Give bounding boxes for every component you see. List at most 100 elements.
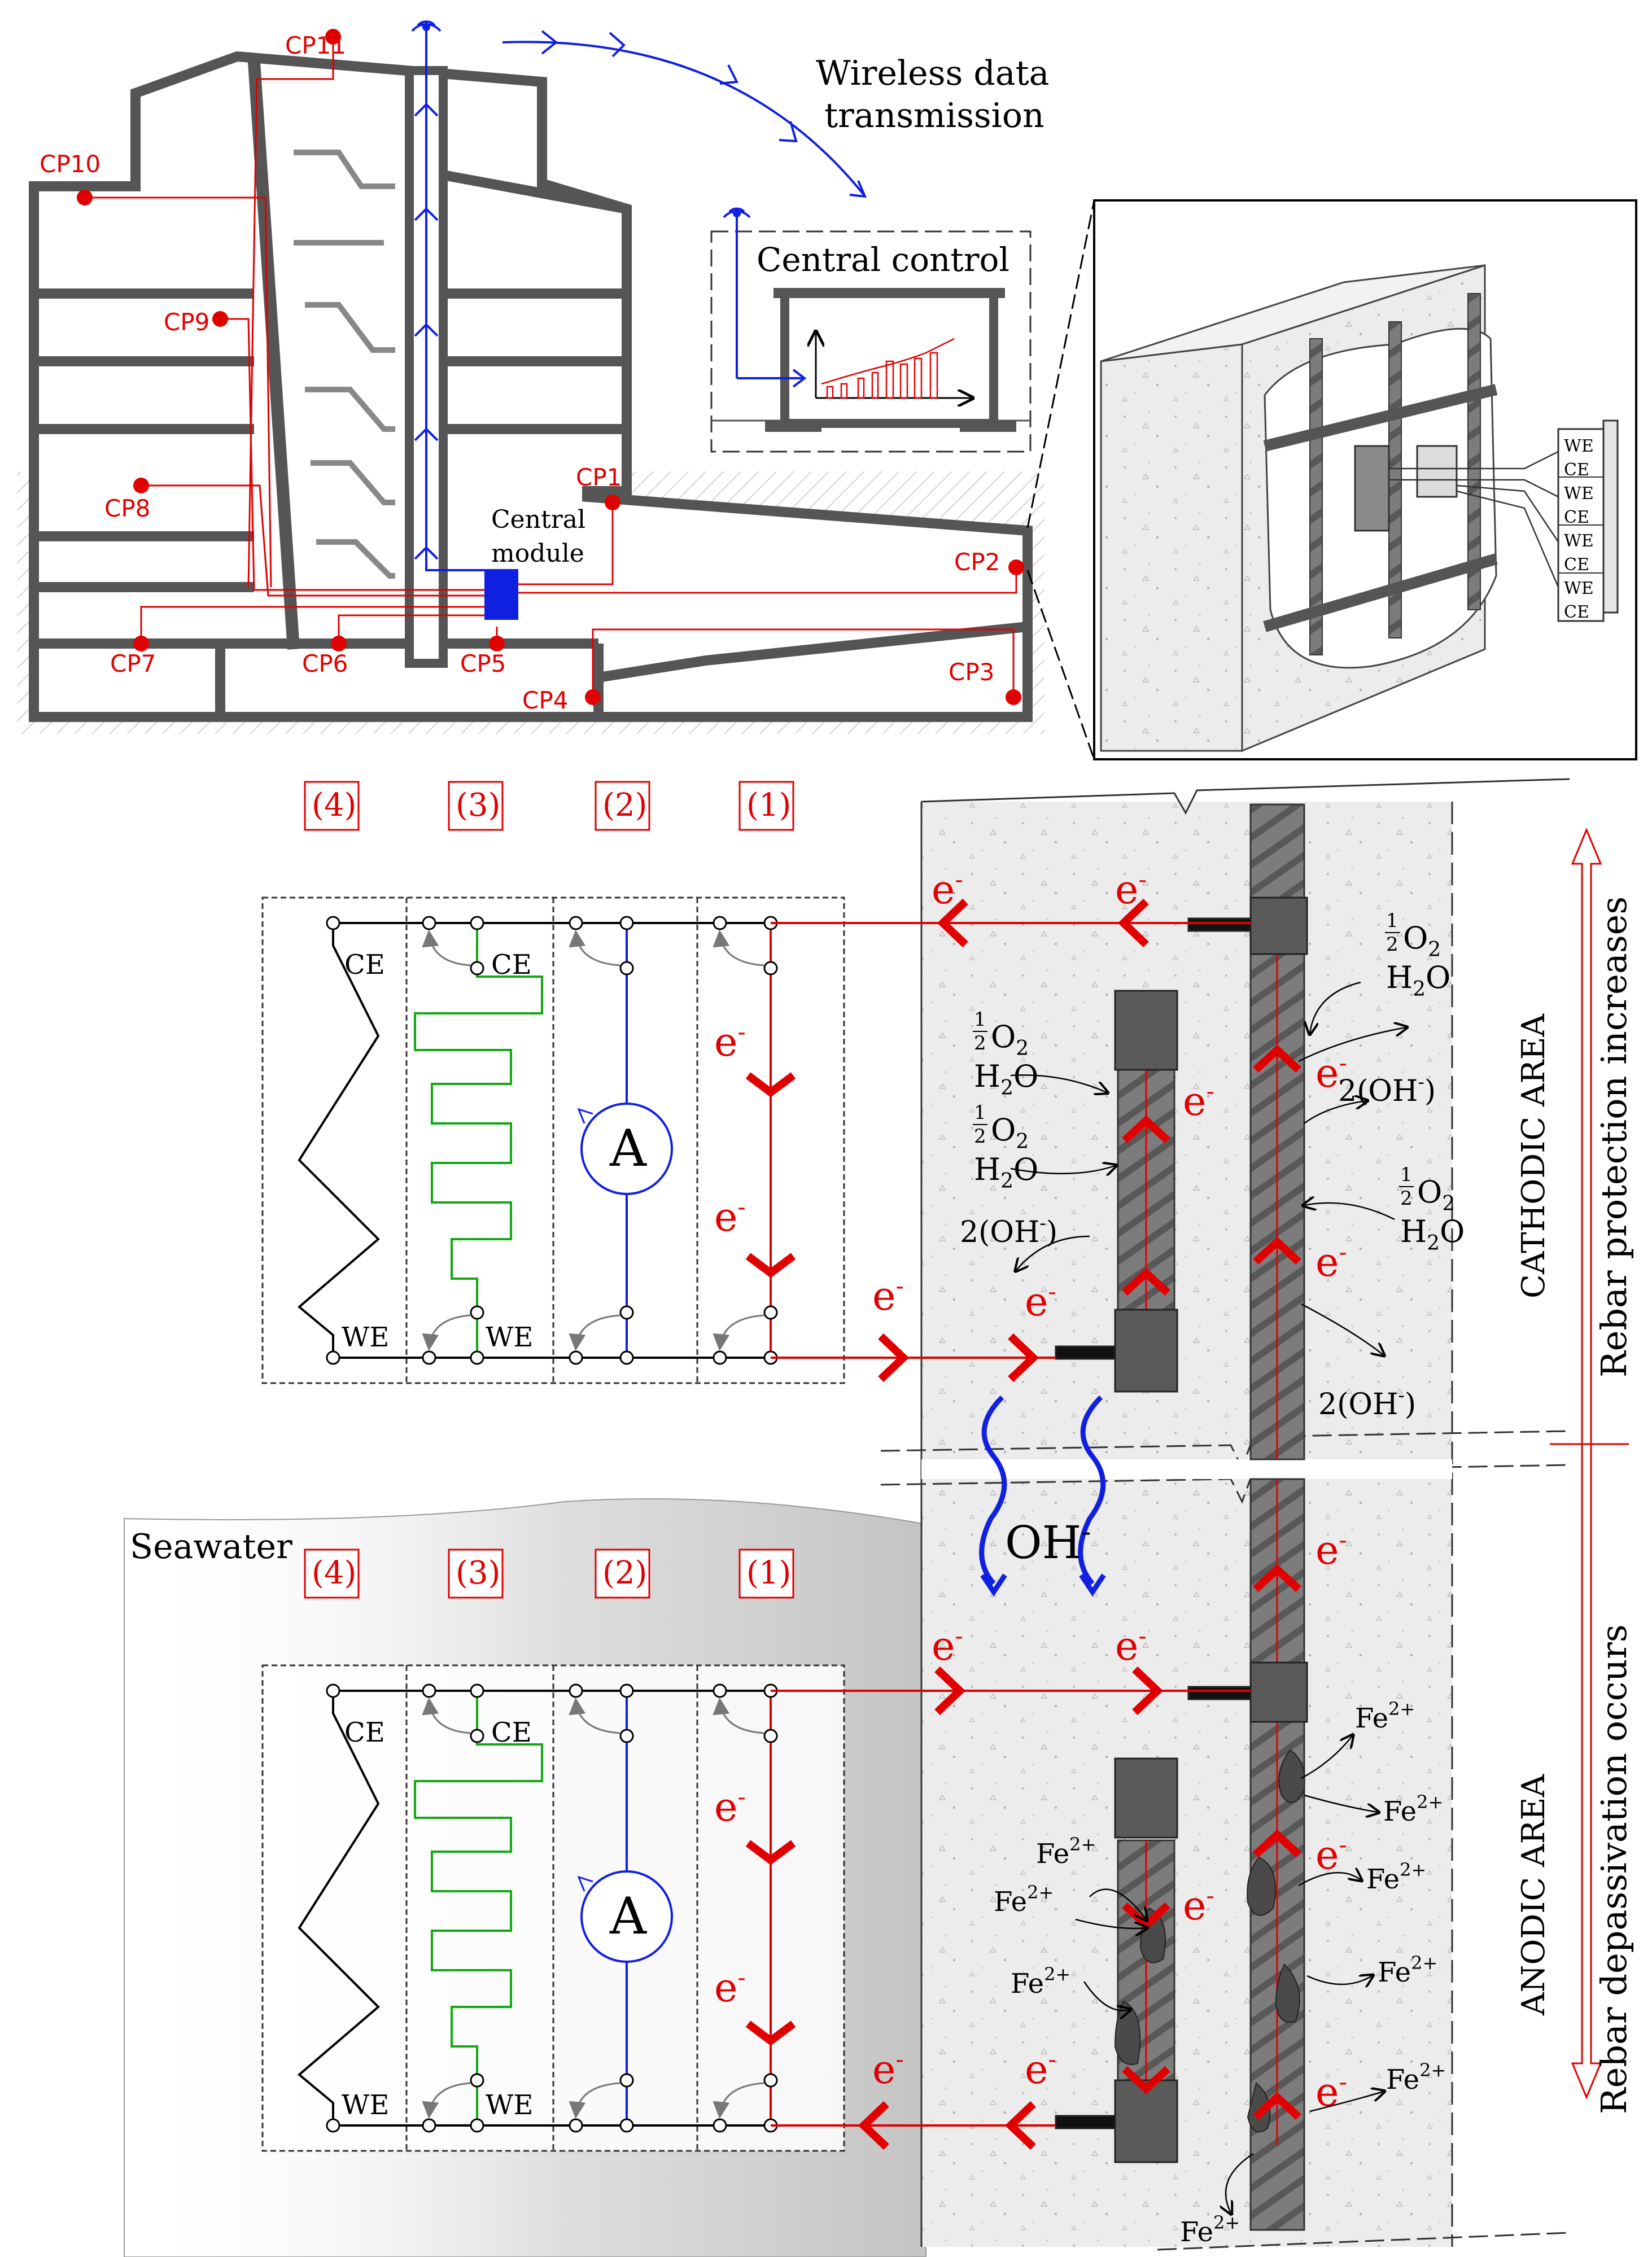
mode-box <box>304 781 360 831</box>
we-label: WE <box>342 1322 389 1353</box>
wireless-label-1: Wireless data <box>816 54 1049 93</box>
iron-ion: Fe2+ <box>1378 1952 1437 1988</box>
terminal <box>422 1683 436 1698</box>
checkpoint-dot <box>77 190 93 205</box>
central-module <box>484 569 518 620</box>
checkpoint-dot <box>133 478 149 493</box>
terminal-label: CE <box>1564 555 1589 575</box>
mode-box <box>448 781 504 831</box>
mode-box <box>448 1549 504 1599</box>
central-module-label-2: module <box>491 539 584 568</box>
ce-label: CE <box>491 949 532 981</box>
electron-arrow <box>745 1840 796 1865</box>
reaction-arrow <box>1083 1981 1129 2010</box>
anodic-area-label: ANODIC AREA <box>1515 1774 1552 2016</box>
electron-arrow <box>1122 2066 1170 2094</box>
electron-arrow <box>1122 1267 1170 1296</box>
ammeter-label: A <box>609 1887 647 1946</box>
switch-contact <box>470 1305 484 1320</box>
switch-arm <box>713 930 764 966</box>
stairs <box>294 150 395 579</box>
oxygen-formula: O2 <box>1417 1174 1455 1215</box>
checkpoint-dot <box>325 29 341 45</box>
oxygen-formula: O2 <box>991 1112 1029 1153</box>
reaction-arrow <box>1301 1736 1352 1779</box>
checkpoint-label: CP9 <box>164 308 209 336</box>
switch-arm <box>713 1314 764 1351</box>
mode-label: (2) <box>602 787 647 824</box>
terminal <box>569 1350 583 1365</box>
fraction-den: 2 <box>1400 1187 1413 1210</box>
seawater-label: Seawater <box>130 1527 292 1567</box>
electron-arrow <box>1132 1666 1164 1716</box>
mode-label: (1) <box>746 1555 791 1591</box>
switch-contact <box>619 1305 634 1320</box>
terminal <box>713 916 727 930</box>
terminal <box>713 2118 727 2133</box>
terminal <box>422 916 436 930</box>
central-module-label-1: Central <box>491 505 585 534</box>
electron-arrow <box>1117 898 1149 948</box>
terminal <box>569 2118 583 2133</box>
hydroxide-formula: 2(OH-) <box>1338 1071 1436 1108</box>
terminal <box>422 1350 436 1365</box>
electron-arrow <box>1253 2092 1301 2120</box>
reaction-arrow <box>1301 1303 1383 1355</box>
electron-label: e- <box>1316 1049 1347 1096</box>
sensor-wiring <box>85 37 1017 697</box>
iron-ion: Fe2+ <box>1036 1834 1096 1870</box>
reaction-arrow <box>1304 1101 1366 1125</box>
reaction-arrow <box>1010 1166 1115 1174</box>
ammeter-icon <box>580 1103 673 1195</box>
iron-ion: Fe2+ <box>1011 1963 1070 2000</box>
resistor-trace <box>414 923 543 1358</box>
circuit-frame <box>261 1664 845 2152</box>
terminal <box>470 1683 484 1698</box>
circuit-frame <box>261 896 845 1384</box>
switch-contact <box>763 2073 778 2088</box>
open-circuit-trace <box>297 1691 380 2125</box>
reaction-arrow <box>1226 2153 1254 2213</box>
electron-arrow <box>858 2101 889 2150</box>
reaction-arrow <box>1010 1074 1107 1092</box>
terminal <box>619 1350 634 1365</box>
reaction-arrow <box>1016 1235 1090 1270</box>
electron-label: e- <box>872 2045 904 2093</box>
ammeter-needle <box>577 1108 593 1124</box>
electron-arrow <box>1253 1829 1301 1858</box>
reaction-arrow <box>1089 1888 1146 1919</box>
terminal <box>619 2118 634 2133</box>
terminal-label: CE <box>1564 602 1589 622</box>
electron-arrow <box>1253 1564 1301 1593</box>
terminal <box>326 1350 340 1365</box>
electron-label: e- <box>1316 1526 1347 1573</box>
switch-contact <box>763 1305 778 1320</box>
electron-arrow <box>934 1666 966 1716</box>
we-label: WE <box>486 1322 533 1353</box>
electron-label: e- <box>714 1783 746 1830</box>
mode-label: (4) <box>312 1555 356 1591</box>
resistor-trace <box>414 1691 543 2125</box>
electron-label: e- <box>1025 1278 1056 1325</box>
electron-label: e- <box>1183 1882 1214 1929</box>
checkpoint-dot <box>1006 689 1021 705</box>
fraction-num: 1 <box>1386 909 1398 932</box>
iron-ion: Fe2+ <box>1386 2059 1446 2096</box>
electrode-blocks <box>1055 896 1308 2163</box>
cathodic-area-label: CATHODIC AREA <box>1515 1014 1552 1298</box>
checkpoint-label: CP3 <box>949 658 994 686</box>
electron-label: e- <box>1316 1831 1347 1878</box>
terminal <box>326 916 340 930</box>
fraction-den: 2 <box>1386 933 1398 956</box>
monitor-chart <box>816 333 971 398</box>
switch-arm <box>422 930 471 966</box>
switch-arm <box>569 1698 620 1734</box>
electron-arrow <box>1122 1115 1170 1144</box>
mode-label: (3) <box>456 787 500 824</box>
